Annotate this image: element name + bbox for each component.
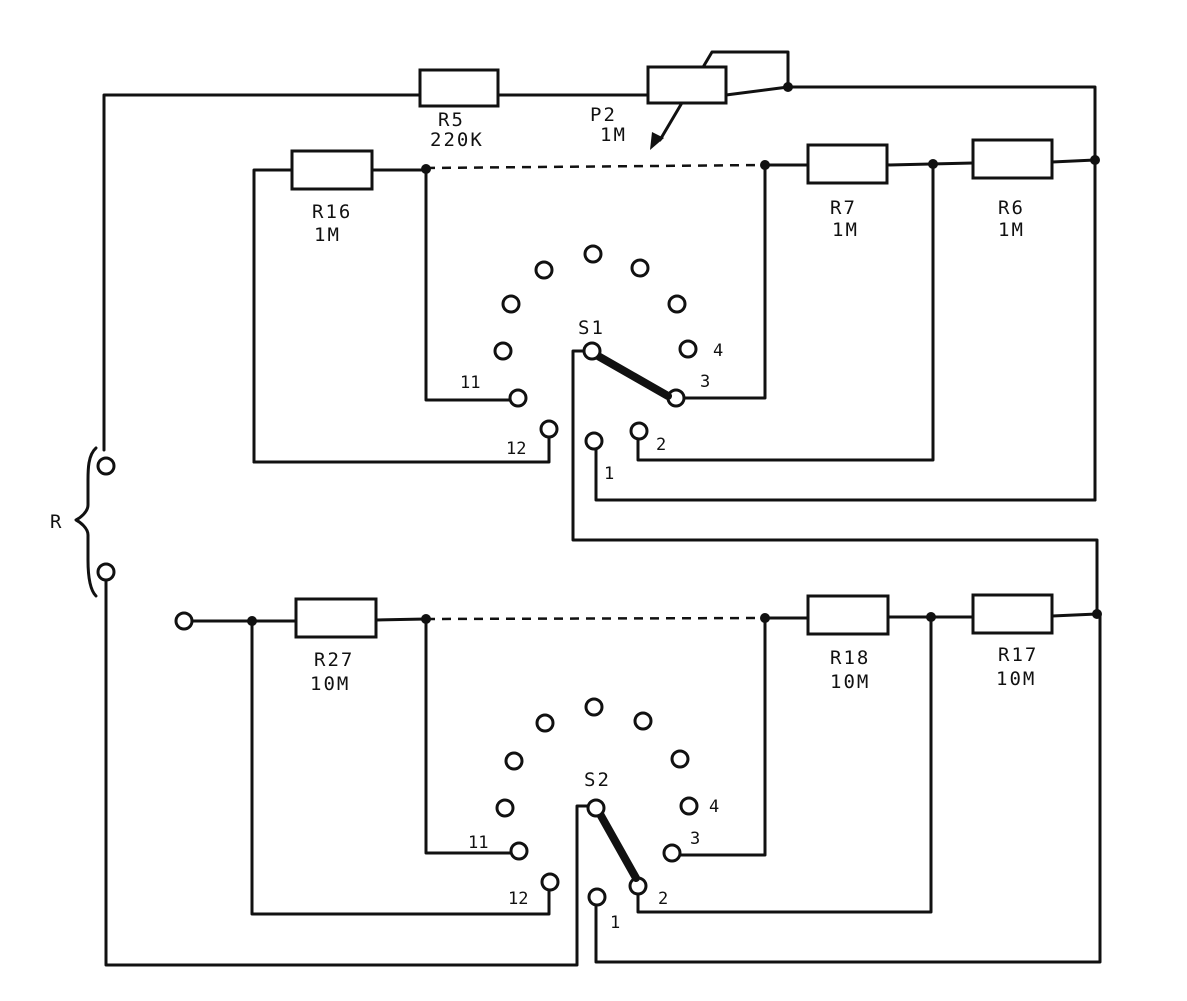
potentiometer-p2	[646, 65, 728, 105]
switch-s1: S1 4 3 11 12 2 1	[460, 244, 723, 484]
upper-dashed-link	[425, 163, 766, 170]
s2-contact	[584, 697, 604, 717]
s1-contact-1	[584, 431, 604, 451]
s1-wiper	[594, 352, 672, 400]
resistor-r5	[418, 68, 500, 108]
s2-pos-3: 3	[690, 829, 700, 849]
s1-pos-1: 1	[604, 464, 614, 484]
s2-contact-11	[509, 841, 529, 861]
s2-contact	[504, 751, 524, 771]
terminal-r-lower	[96, 562, 116, 582]
s1-contact-2	[629, 421, 649, 441]
resistor-r7	[806, 143, 889, 185]
s1-ref: S1	[578, 317, 605, 339]
resistor-r18	[806, 594, 890, 636]
s2-contact-3	[662, 843, 682, 863]
upper-network: R5 220K P2 1M R16 1M R7 1M R6 1M S1 4	[102, 50, 1100, 614]
p2-ref: P2	[590, 104, 617, 126]
r16-value: 1M	[314, 224, 341, 246]
s1-contact	[501, 294, 521, 314]
r5-ref: R5	[438, 109, 465, 131]
s2-pos-12: 12	[508, 889, 528, 909]
p2-value: 1M	[600, 124, 627, 146]
s1-contact-4	[678, 339, 698, 359]
r18-value: 10M	[830, 671, 870, 693]
r7-value: 1M	[832, 219, 859, 241]
s2-contact	[535, 713, 555, 733]
r5-value: 220K	[430, 129, 484, 151]
r27-value: 10M	[310, 673, 350, 695]
r16-ref: R16	[312, 201, 352, 223]
s1-common	[582, 341, 602, 361]
r27-ref: R27	[314, 649, 354, 671]
top-rail-wire	[102, 85, 1097, 502]
s1-pos-2: 2	[656, 435, 666, 455]
r17-value: 10M	[996, 668, 1036, 690]
s2-contact-12	[540, 872, 560, 892]
resistor-r27	[294, 597, 378, 639]
junction-dot	[1090, 155, 1100, 165]
s2-contact	[633, 711, 653, 731]
s2-ref: S2	[584, 769, 611, 791]
r7-ref: R7	[830, 197, 857, 219]
terminal-r-upper	[96, 456, 116, 476]
r6-value: 1M	[998, 219, 1025, 241]
s1-contact	[667, 294, 687, 314]
s2-pos-4: 4	[709, 797, 719, 817]
r6-ref: R6	[998, 197, 1025, 219]
resistor-r16	[290, 149, 374, 191]
lower-network: R27 10M R18 10M R17 10M S2 4 3 11 12 2	[104, 578, 1102, 967]
resistor-r6	[971, 138, 1054, 180]
lower-chain-wire	[190, 612, 1099, 623]
s2-pos-11: 11	[468, 833, 488, 853]
s1-pos-11: 11	[460, 373, 480, 393]
s2-pos-2: 2	[658, 889, 668, 909]
s2-wiring	[104, 578, 1102, 967]
s1-contact-12	[539, 419, 559, 439]
s1-contact-11	[508, 388, 528, 408]
switch-s2: S2 4 3 11 12 2 1	[468, 697, 719, 933]
r17-ref: R17	[998, 644, 1038, 666]
terminal-r: R	[50, 446, 116, 598]
terminal-r-label: R	[50, 511, 63, 533]
s1-contact	[534, 260, 554, 280]
s1-contact	[583, 244, 603, 264]
resistor-r17	[971, 593, 1054, 635]
s1-wiring	[252, 162, 1099, 614]
s2-common	[586, 798, 606, 818]
s2-contact	[670, 749, 690, 769]
s1-pos-4: 4	[713, 341, 723, 361]
input-terminal	[174, 611, 194, 631]
terminal-r-brace	[74, 446, 98, 598]
r18-ref: R18	[830, 647, 870, 669]
s1-contact	[493, 341, 513, 361]
s1-pos-12: 12	[506, 439, 526, 459]
s2-pos-1: 1	[610, 913, 620, 933]
s2-contact-1	[587, 887, 607, 907]
s1-contact	[630, 258, 650, 278]
junction-dot	[783, 82, 793, 92]
p2-wiper-arrowhead	[650, 132, 664, 150]
s2-wiper	[596, 810, 640, 882]
lower-dashed-link	[425, 616, 766, 621]
s2-contact	[495, 798, 515, 818]
s2-contact-4	[679, 796, 699, 816]
s1-pos-3: 3	[700, 372, 710, 392]
upper-chain-wire	[252, 158, 1097, 464]
